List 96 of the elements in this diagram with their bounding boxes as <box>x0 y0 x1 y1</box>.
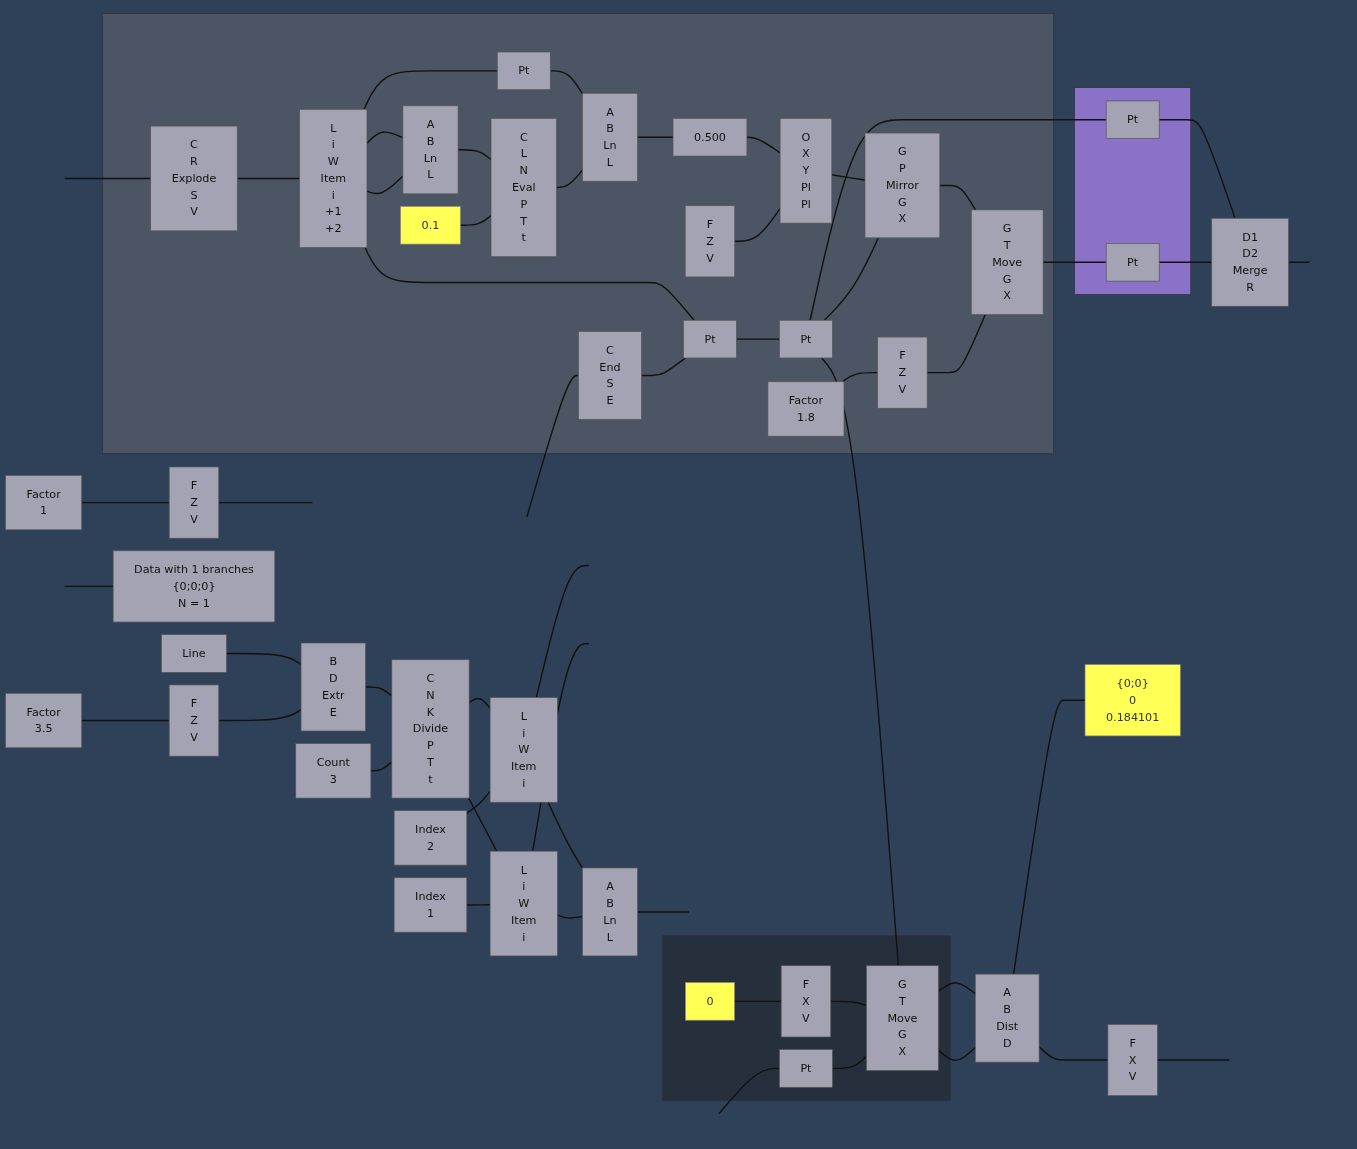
node-box: F Z V <box>168 684 220 757</box>
node-box: 0.500 <box>672 118 748 157</box>
node-box: A B Dist D <box>974 974 1040 1063</box>
connector <box>225 653 302 666</box>
connector <box>236 178 301 180</box>
connector <box>830 1000 868 1007</box>
cluster <box>662 935 951 1102</box>
cluster <box>102 13 1054 455</box>
node-box: 0 <box>685 982 735 1021</box>
node-box: F Z V <box>168 466 220 539</box>
connector <box>640 357 687 377</box>
connector <box>1038 1046 1109 1062</box>
connector <box>555 169 584 189</box>
node-box: {0;0} 0 0.184101 <box>1084 664 1181 737</box>
connector <box>459 215 492 227</box>
connector <box>735 338 781 341</box>
connector <box>831 174 866 181</box>
connector <box>841 372 879 383</box>
node-box: C L N Eval P T t <box>490 118 557 258</box>
connector <box>1156 1059 1230 1062</box>
connector <box>746 136 781 154</box>
connector <box>364 247 695 322</box>
connector <box>1287 261 1311 264</box>
node-box: F Z V <box>684 205 736 278</box>
connector <box>466 904 491 906</box>
node-box: 0.1 <box>400 206 461 245</box>
node-box: Count 3 <box>295 743 372 799</box>
node-box: G P Mirror G X <box>864 133 941 239</box>
node-box: D1 D2 Merge R <box>1211 218 1289 307</box>
connector <box>535 565 590 699</box>
connector <box>218 502 314 504</box>
node-box: Factor 3.5 <box>5 693 83 749</box>
connector <box>937 982 976 995</box>
connector <box>821 357 900 967</box>
connector <box>556 914 584 919</box>
connector <box>63 586 114 588</box>
connector <box>63 178 152 180</box>
connector <box>526 375 580 519</box>
connector <box>466 791 491 815</box>
connector <box>636 136 674 139</box>
cluster <box>1074 87 1192 296</box>
node-box: F X V <box>780 965 832 1038</box>
node-box: Factor 1 <box>5 475 83 531</box>
connector <box>549 70 584 95</box>
connector <box>937 1047 976 1062</box>
node-box: Factor 1.8 <box>767 381 845 437</box>
connector <box>939 185 977 211</box>
connector <box>218 709 302 722</box>
node-box: A B Ln L <box>402 105 459 195</box>
node-box: L i W Item i <box>489 697 558 803</box>
node-box: A B Ln L <box>582 93 638 182</box>
node-box: F Z V <box>877 337 928 409</box>
node-box: B D Extr E <box>300 642 366 732</box>
node-box: Index 1 <box>393 877 468 933</box>
node-box: L i W Item i +1 +2 <box>299 109 368 249</box>
connector <box>926 314 986 374</box>
node-box: Pt <box>779 1049 833 1088</box>
connector <box>547 801 584 869</box>
node-box: C N K Divide P T t <box>391 659 470 799</box>
node-box: C End S E <box>578 331 642 421</box>
connector <box>363 70 498 111</box>
node-box: G T Move G X <box>866 965 939 1072</box>
connector <box>1158 119 1236 220</box>
connector <box>823 237 879 322</box>
node-box: A B Ln L <box>582 867 638 957</box>
connector <box>366 175 404 195</box>
connector <box>718 1068 781 1115</box>
connector <box>831 1055 868 1070</box>
node-box: L i W Item i <box>489 851 558 957</box>
node-box: Pt <box>1105 100 1160 140</box>
connector <box>1012 699 1086 976</box>
node-box: F X V <box>1107 1024 1158 1097</box>
node-box: Line <box>161 634 227 673</box>
connector <box>636 911 690 913</box>
node-box: C R Explode S V <box>150 126 238 232</box>
connector <box>733 1000 782 1003</box>
connector <box>1158 261 1213 264</box>
connector <box>364 686 393 697</box>
connector <box>468 698 491 710</box>
connector <box>809 119 1107 322</box>
node-box: Pt <box>683 320 737 359</box>
node-box: Pt <box>779 320 833 359</box>
node-box: Pt <box>496 51 551 91</box>
connector <box>1042 261 1107 264</box>
node-box: O X Y Pl Pl <box>779 118 833 224</box>
connector <box>370 761 393 772</box>
node-box: Data with 1 branches {0;0;0} N = 1 <box>112 550 276 623</box>
connector <box>366 131 404 145</box>
node-box: G T Move G X <box>970 209 1044 316</box>
node-box: Index 2 <box>393 810 468 866</box>
connector <box>81 720 170 722</box>
connector <box>467 797 498 853</box>
connector <box>81 502 170 504</box>
connector <box>734 208 781 243</box>
node-box: Pt <box>1105 243 1160 282</box>
connector <box>457 149 492 161</box>
